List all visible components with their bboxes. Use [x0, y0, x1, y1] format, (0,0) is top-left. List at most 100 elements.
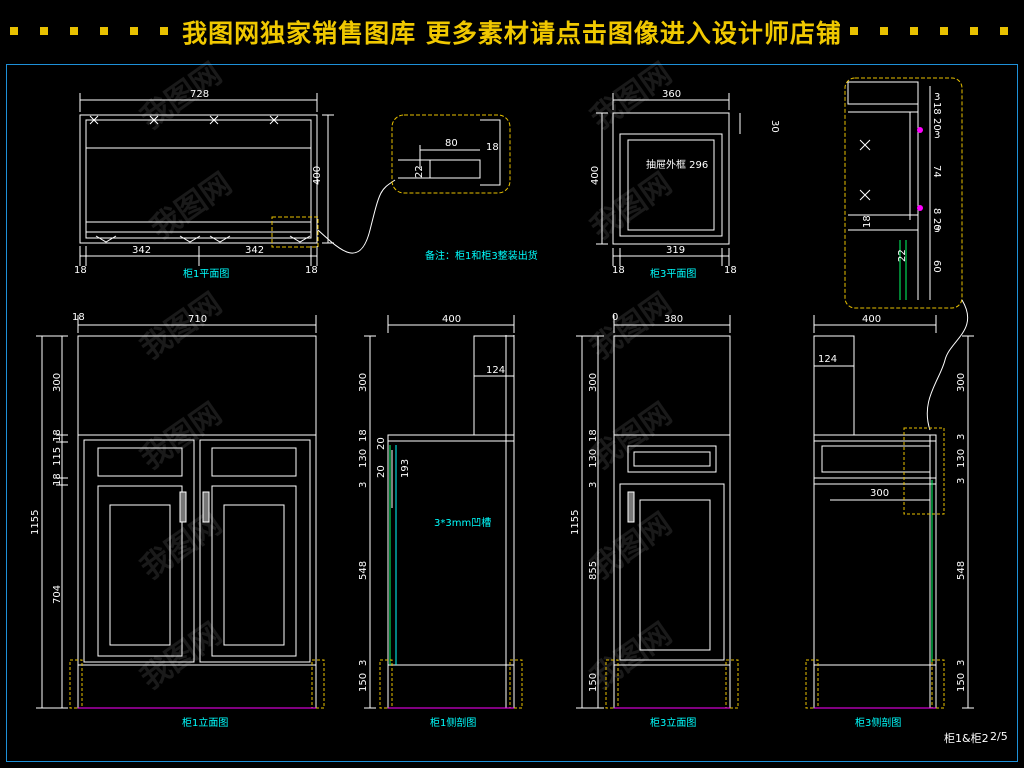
dim-text: 3 — [934, 224, 940, 235]
banner-dot — [160, 27, 168, 35]
watermark: 我图网 — [135, 286, 229, 366]
dim-text: 3 — [956, 434, 967, 440]
banner-dot — [850, 27, 858, 35]
dim-text: 1155 — [30, 510, 41, 535]
groove-label: 3*3mm凹槽 — [434, 516, 491, 529]
dim-text: 3 — [956, 660, 967, 666]
dim-text: 18 — [724, 265, 737, 276]
dim-text: 22 — [414, 165, 425, 178]
dim-text: 710 — [188, 314, 207, 325]
foot-highlight — [725, 659, 739, 709]
dim-text: 115 — [52, 447, 63, 466]
dim-text: 124 — [818, 354, 837, 365]
cab1-front — [36, 315, 317, 709]
dim-text: 130 — [588, 449, 599, 468]
caption-cab3-plan: 柜3平面图 — [650, 267, 696, 280]
dim-text: 20 — [376, 437, 387, 450]
sheet-label: 柜1&柜2 — [944, 732, 989, 745]
dim-text: 400 — [312, 166, 323, 185]
dim-text: 300 — [358, 373, 369, 392]
dim-text: 300 — [52, 373, 63, 392]
leader-line — [926, 299, 969, 431]
dim-text: 3 — [358, 660, 369, 666]
dim-text: 3 — [358, 482, 369, 488]
banner-title[interactable]: 我图网独家销售图库 更多素材请点击图像进入设计师店铺 — [182, 19, 842, 48]
cab1-plan — [79, 93, 334, 266]
banner-dot — [970, 27, 978, 35]
dim-text: 400 — [590, 166, 601, 185]
page-number: 2/5 — [990, 730, 1008, 743]
banner-dot — [130, 27, 138, 35]
cab3-side-callout — [903, 427, 945, 515]
foot-highlight — [69, 659, 83, 709]
dim-text: 20 — [931, 118, 942, 131]
dim-text: 30 — [769, 120, 780, 133]
drawer-outer-label: 抽屉外框 296 — [646, 158, 708, 171]
banner-dot — [940, 27, 948, 35]
caption-cab3-front: 柜3立面图 — [650, 716, 696, 729]
dim-text: 342 — [245, 245, 264, 256]
watermark: 我图网 — [585, 286, 679, 366]
dim-text: 1155 — [570, 510, 581, 535]
dim-text: 193 — [400, 459, 411, 478]
dim-text: 380 — [664, 314, 683, 325]
dim-text: 18 — [74, 265, 87, 276]
dim-text: 18 — [305, 265, 318, 276]
watermark: 我图网 — [145, 166, 239, 246]
dim-text: 548 — [956, 561, 967, 580]
banner-dot — [10, 27, 18, 35]
dim-text: 400 — [862, 314, 881, 325]
dim-text: 74 — [931, 165, 942, 178]
dim-text: 18 — [52, 473, 63, 486]
watermark: 我图网 — [135, 56, 229, 136]
dim-text: 20 — [376, 465, 387, 478]
dim-text: 150 — [358, 673, 369, 692]
dim-text: 855 — [588, 561, 599, 580]
dim-text: 300 — [956, 373, 967, 392]
dim-text: 0 — [612, 312, 618, 323]
banner-dot — [880, 27, 888, 35]
banner-dot — [910, 27, 918, 35]
dim-text: 18 — [588, 429, 599, 442]
drawing-frame — [6, 64, 1018, 762]
dim-text: 150 — [588, 673, 599, 692]
marker-dot — [917, 205, 923, 211]
leader-line — [317, 179, 396, 254]
dim-text: 400 — [442, 314, 461, 325]
dim-text: 18 — [862, 215, 873, 228]
dim-text: 300 — [870, 488, 889, 499]
cab3-side — [813, 315, 974, 709]
drawing-captions: 柜1平面图 柜3平面图 柜1立面图 柜1侧剖图 柜3立面图 柜3侧剖图 — [182, 267, 901, 729]
marker-dot — [917, 127, 923, 133]
dim-text: 130 — [358, 449, 369, 468]
dim-text: 130 — [956, 449, 967, 468]
dimension-labels: 728 400 18 342 342 18 80 18 22 备注：柜1和柜3整… — [30, 89, 967, 692]
dim-text: 728 — [190, 89, 209, 100]
foot-highlight — [605, 659, 619, 709]
dim-text: 319 — [666, 245, 685, 256]
dim-text: 360 — [662, 89, 681, 100]
foot-highlight — [931, 659, 945, 709]
dim-text: 18 — [486, 142, 499, 153]
caption-cab3-side: 柜3侧剖图 — [855, 716, 901, 729]
foot-highlight — [311, 659, 325, 709]
banner-dot — [70, 27, 78, 35]
note-text: 备注：柜1和柜3整装出货 — [425, 249, 538, 262]
cab1-plan-callout — [271, 216, 319, 248]
foot-highlight — [805, 659, 819, 709]
detail-bubble — [391, 114, 511, 194]
dim-text: 18 — [72, 312, 85, 323]
caption-cab1-plan: 柜1平面图 — [183, 267, 229, 280]
cab3-detail-bubble — [844, 77, 963, 309]
dim-text: 704 — [52, 585, 63, 604]
dim-text: 20 — [931, 218, 942, 231]
banner-dot — [40, 27, 48, 35]
dim-text: 8 — [931, 208, 942, 214]
dim-text: 150 — [956, 673, 967, 692]
dim-text: 18 — [612, 265, 625, 276]
dim-text: 22 — [897, 249, 908, 262]
dim-text: 3 — [956, 478, 967, 484]
dim-text: 60 — [931, 260, 942, 273]
dim-text: 124 — [486, 365, 505, 376]
